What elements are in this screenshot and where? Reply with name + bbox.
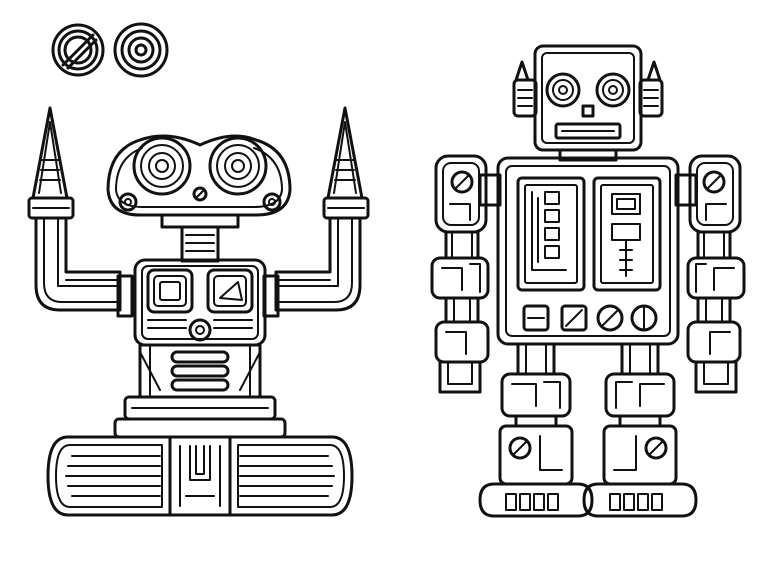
right-antenna (322, 106, 370, 220)
right-arm (262, 216, 362, 318)
robot-head (106, 134, 292, 217)
left-arm (430, 154, 490, 394)
right-arm (686, 154, 746, 394)
right-track (228, 435, 354, 517)
head-ears (512, 60, 664, 118)
concentric-circles-icon (113, 22, 169, 78)
no-symbol-icon (51, 23, 105, 77)
robot-base (113, 395, 287, 439)
robot-neck (160, 213, 240, 263)
right-leg (582, 342, 698, 518)
tracked-robot (27, 106, 370, 517)
robot-torso (496, 156, 680, 346)
walking-robot (430, 44, 746, 518)
robot-head (533, 44, 643, 152)
track-axle (168, 435, 232, 517)
robot-lower-body (138, 343, 262, 399)
left-antenna (27, 106, 75, 220)
left-track (46, 435, 172, 517)
left-leg (478, 342, 594, 518)
robot-neck (558, 148, 618, 162)
left-arm (34, 216, 134, 318)
robot-torso (133, 258, 267, 347)
